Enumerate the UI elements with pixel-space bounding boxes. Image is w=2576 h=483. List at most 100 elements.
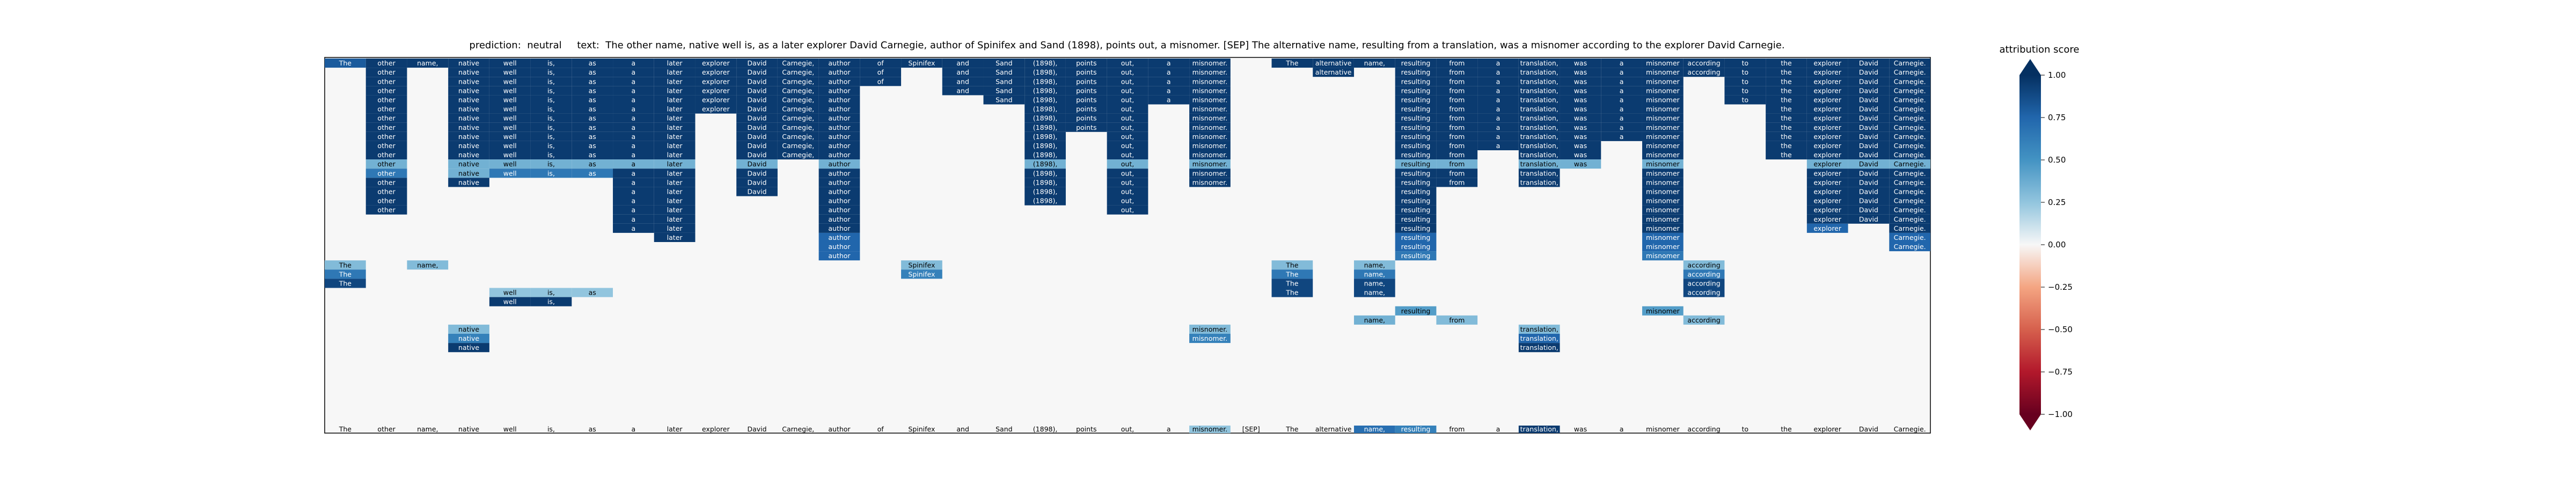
heatmap-cell xyxy=(530,77,572,86)
cell-label: the xyxy=(1781,114,1792,122)
x-tick-label: translation, xyxy=(1520,425,1558,433)
heatmap-cell xyxy=(1766,141,1807,150)
x-tick-label: and xyxy=(956,425,969,433)
cell-label: author xyxy=(828,151,851,159)
cell-label: according xyxy=(1687,270,1720,278)
heatmap-cell xyxy=(613,150,654,160)
heatmap-cell xyxy=(654,205,696,215)
heatmap-cell xyxy=(1518,131,1560,141)
heatmap-cell xyxy=(1889,86,1930,96)
cell-label: a xyxy=(632,142,636,150)
cell-label: Carnegie, xyxy=(782,105,814,113)
cell-label: misnomer xyxy=(1646,233,1680,241)
heatmap-cell xyxy=(365,86,407,96)
heatmap-cell xyxy=(1642,141,1684,150)
heatmap-cell xyxy=(1395,178,1437,187)
heatmap-cell xyxy=(1806,169,1848,178)
heatmap-cell xyxy=(818,68,860,77)
cell-label: a xyxy=(632,133,636,141)
cell-label: misnomer xyxy=(1646,59,1680,67)
heatmap-cell xyxy=(1148,77,1190,86)
cell-label: David xyxy=(747,96,766,104)
heatmap-cell xyxy=(1107,169,1148,178)
heatmap-cell xyxy=(1642,95,1684,105)
cell-label: according xyxy=(1687,68,1720,76)
cell-label: translation, xyxy=(1520,96,1558,104)
heatmap-cell xyxy=(860,68,902,77)
cell-label: as xyxy=(589,289,596,297)
heatmap-cell xyxy=(613,104,654,114)
cell-label: misnomer xyxy=(1646,77,1680,85)
cell-label: translation, xyxy=(1520,169,1558,177)
cell-label: was xyxy=(1574,105,1587,113)
bottom-row-highlight xyxy=(1353,426,1395,433)
cell-label: misnomer. xyxy=(1192,325,1228,333)
cell-label: author xyxy=(828,160,851,168)
cell-label: is, xyxy=(547,142,555,150)
cell-label: was xyxy=(1574,59,1587,67)
heatmap-cell xyxy=(983,58,1025,68)
cell-label: The xyxy=(1285,59,1299,67)
cell-label: translation, xyxy=(1520,105,1558,113)
cell-label: out, xyxy=(1121,77,1134,85)
cell-label: from xyxy=(1449,316,1465,324)
bottom-row-highlight xyxy=(1518,426,1560,433)
cell-label: David xyxy=(1859,169,1878,177)
cell-label: from xyxy=(1449,160,1465,168)
heatmap-cell xyxy=(777,77,819,86)
cell-label: of xyxy=(877,59,884,67)
heatmap-cell xyxy=(1848,196,1890,206)
cell-label: David xyxy=(1859,215,1878,223)
heatmap-cell xyxy=(1477,113,1519,123)
heatmap-cell xyxy=(613,223,654,233)
heatmap-cell xyxy=(1806,58,1848,68)
cell-label: author xyxy=(828,233,851,241)
x-tick-label: was xyxy=(1574,425,1587,433)
heatmap-cell xyxy=(1889,122,1930,132)
heatmap-cell xyxy=(365,196,407,206)
heatmap-cell xyxy=(818,178,860,187)
cell-label: David xyxy=(1859,114,1878,122)
heatmap-cell xyxy=(1024,77,1066,86)
heatmap-cell xyxy=(489,104,531,114)
heatmap-cell xyxy=(1642,150,1684,160)
heatmap-cell xyxy=(325,279,366,288)
heatmap-cell xyxy=(1395,77,1437,86)
cell-label: explorer xyxy=(1813,215,1841,223)
cell-label: native xyxy=(458,86,479,94)
heatmap-cell xyxy=(654,122,696,132)
cell-label: is, xyxy=(547,86,555,94)
cell-label: Carnegie. xyxy=(1894,142,1926,150)
heatmap-cell xyxy=(1395,113,1437,123)
heatmap-cell xyxy=(572,159,613,169)
cell-label: misnomer xyxy=(1646,123,1680,131)
heatmap-cell xyxy=(448,159,489,169)
heatmap-cell xyxy=(818,187,860,196)
cell-label: author xyxy=(828,252,851,260)
heatmap-cell xyxy=(860,77,902,86)
heatmap-cell xyxy=(448,324,489,334)
heatmap-cell xyxy=(654,113,696,123)
heatmap-cell xyxy=(530,169,572,178)
cell-label: from xyxy=(1449,86,1465,94)
cell-label: to xyxy=(1741,86,1748,94)
cell-label: other xyxy=(377,59,396,67)
heatmap-cell xyxy=(983,68,1025,77)
heatmap-cell xyxy=(654,104,696,114)
cell-label: Carnegie. xyxy=(1894,233,1926,241)
cell-label: author xyxy=(828,187,851,195)
cell-label: David xyxy=(747,169,766,177)
cell-label: a xyxy=(1167,77,1171,85)
cell-label: David xyxy=(747,86,766,94)
heatmap-cell xyxy=(530,131,572,141)
heatmap-cell xyxy=(613,122,654,132)
heatmap-cell xyxy=(736,86,778,96)
heatmap-cell xyxy=(1889,232,1930,242)
cell-label: David xyxy=(747,160,766,168)
cell-label: the xyxy=(1781,133,1792,141)
heatmap-cell xyxy=(1024,178,1066,187)
heatmap-cell xyxy=(1642,306,1684,316)
cell-label: name, xyxy=(1364,59,1385,67)
cell-label: resulting xyxy=(1401,68,1431,76)
